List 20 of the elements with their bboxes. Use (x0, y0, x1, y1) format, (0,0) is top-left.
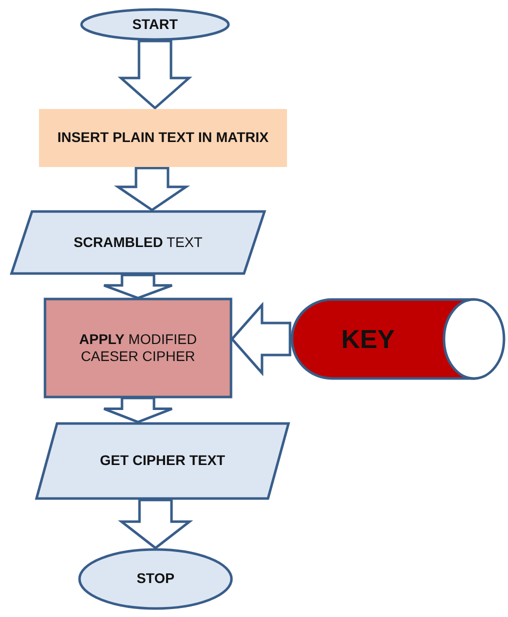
block-arrow (102, 396, 174, 424)
node-label: START (132, 16, 178, 34)
key-cylinder (290, 298, 506, 380)
block-arrow (102, 274, 174, 300)
block-arrow (118, 40, 192, 110)
terminal-ellipse (80, 8, 230, 41)
node-label: INSERT PLAIN TEXT IN MATRIX (57, 129, 269, 147)
node-label: STOP (136, 570, 174, 588)
data-parallelogram (10, 210, 266, 275)
node-label: APPLY MODIFIED CAESER CIPHER (78, 330, 198, 366)
terminal-ellipse (78, 548, 233, 610)
node-label: KEY (341, 322, 395, 356)
block-arrow (118, 498, 194, 550)
process-box (44, 298, 232, 398)
node-label: SCRAMBLED TEXT (74, 234, 202, 252)
block-arrow (114, 166, 190, 212)
node-label: GET CIPHER TEXT (100, 452, 226, 470)
block-arrow (230, 302, 292, 376)
process-box (38, 108, 288, 168)
data-parallelogram (35, 422, 290, 500)
